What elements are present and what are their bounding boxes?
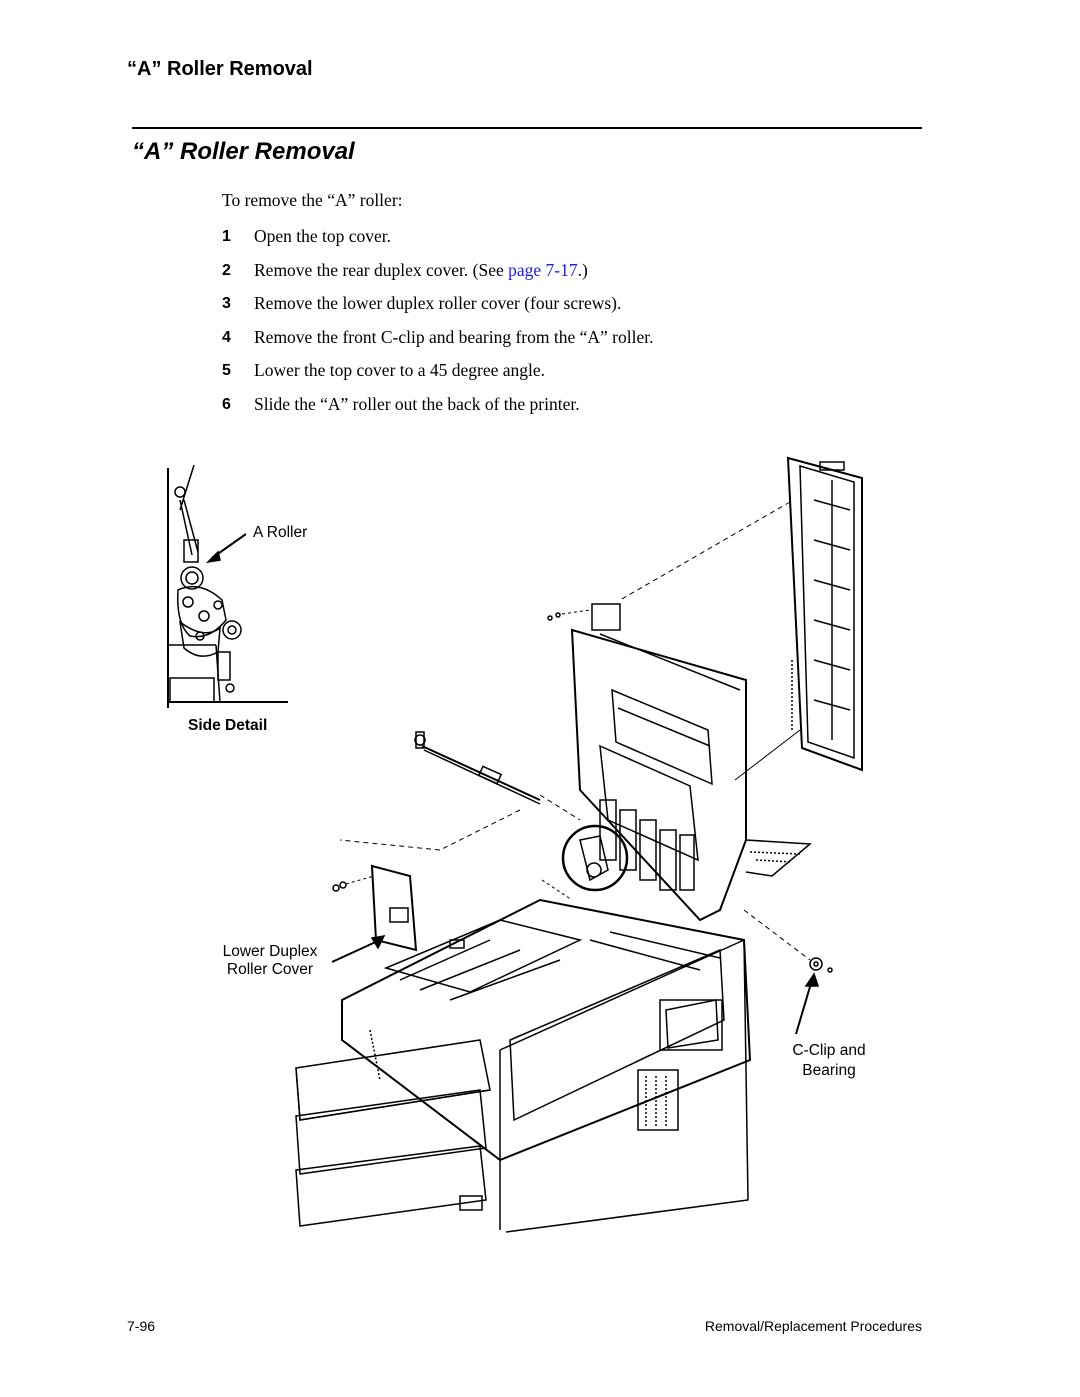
lower-duplex-label-line2: Roller Cover (226, 961, 314, 978)
step-number: 2 (222, 261, 231, 279)
side-detail-label: Side Detail (188, 717, 268, 734)
step-2: 2 Remove the rear duplex cover. (See pag… (222, 260, 653, 294)
step-number: 3 (222, 295, 231, 312)
procedure-steps: 1 Open the top cover. 2 Remove the rear … (222, 226, 653, 427)
page-link[interactable]: page 7-17 (508, 259, 578, 280)
cclip-label: C-Clip and Bearing (774, 1041, 884, 1081)
running-header: “A” Roller Removal (127, 58, 313, 80)
side-detail-drawing (167, 464, 288, 708)
step-text-before: Remove the rear duplex cover. (See (254, 259, 509, 280)
cclip-label-line2: Bearing (802, 1062, 856, 1079)
step-5: 5 Lower the top cover to a 45 degree ang… (222, 360, 653, 394)
step-3: 3 Remove the lower duplex roller cover (… (222, 293, 653, 327)
step-number: 5 (222, 362, 231, 379)
rear-duplex-cover-drawing (619, 456, 863, 781)
chapter-title: Removal/Replacement Procedures (704, 1318, 922, 1334)
cclip-label-line1: C-Clip and (792, 1042, 866, 1059)
step-text: Slide the “A” roller out the back of the… (254, 393, 580, 414)
a-roller-shaft-drawing (339, 731, 629, 892)
printer-illustration (167, 456, 863, 1233)
step-number: 1 (222, 228, 231, 245)
step-text: Open the top cover. (254, 226, 392, 246)
step-text: Remove the rear duplex cover. (See page … (254, 260, 588, 281)
step-number: 4 (222, 328, 231, 346)
section-title: “A” Roller Removal (132, 138, 355, 165)
a-roller-label: A Roller (253, 524, 308, 541)
open-top-cover-drawing (570, 603, 812, 922)
intro-text: To remove the “A” roller: (222, 190, 403, 210)
step-number: 6 (222, 395, 231, 413)
lower-duplex-label-line1: Lower Duplex (222, 943, 318, 960)
step-4: 4 Remove the front C-clip and bearing fr… (222, 327, 653, 361)
printer-diagram: A Roller Side Detail Lower Duplex Roller… (160, 440, 880, 1260)
step-text: Remove the lower duplex roller cover (fo… (254, 293, 622, 313)
step-6: 6 Slide the “A” roller out the back of t… (222, 394, 653, 428)
lower-duplex-label: Lower Duplex Roller Cover (210, 943, 330, 979)
lower-duplex-roller-cover-drawing (331, 864, 418, 963)
page-number: 7-96 (127, 1318, 156, 1334)
step-text: Remove the front C-clip and bearing from… (254, 326, 654, 347)
title-rule (132, 127, 922, 129)
step-text: Lower the top cover to a 45 degree angle… (254, 360, 546, 380)
step-text-after: .) (577, 259, 588, 280)
step-1: 1 Open the top cover. (222, 226, 653, 260)
printer-base-drawing (295, 609, 833, 1233)
